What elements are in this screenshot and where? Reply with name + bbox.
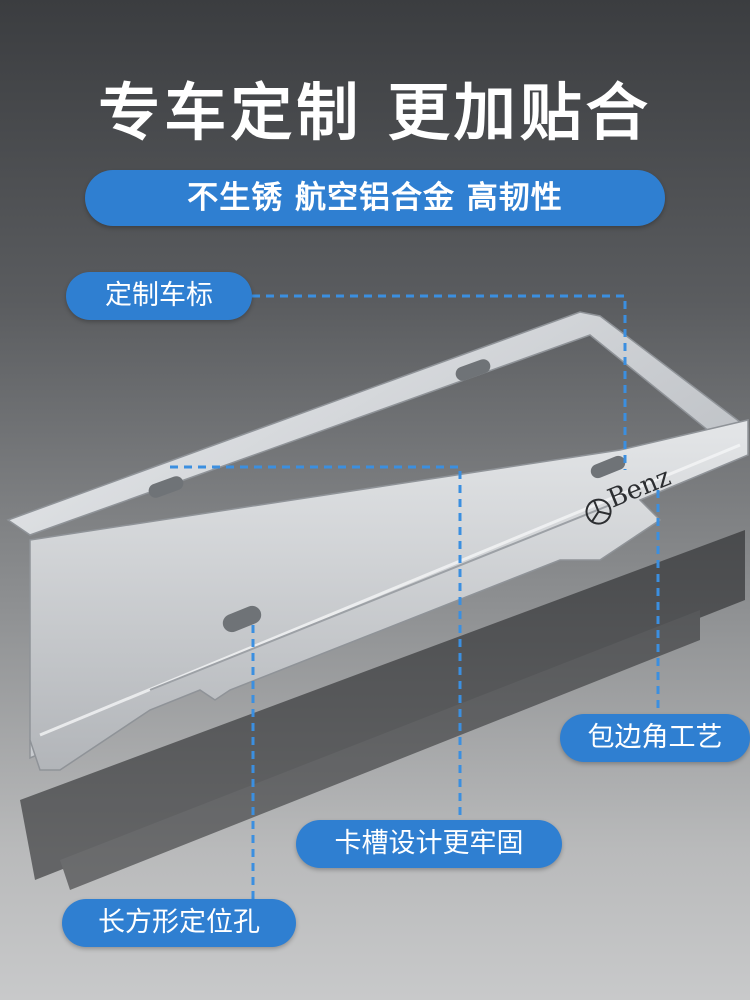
leader-lines [170, 294, 660, 899]
feature-banner: 不生锈 航空铝合金 高韧性 [85, 170, 665, 226]
callout-slot-design: 卡槽设计更牢固 [296, 820, 562, 868]
rectangular-positioning-hole [222, 605, 262, 633]
mount-hole [148, 476, 184, 498]
mount-hole [590, 455, 626, 479]
mount-hole [455, 359, 491, 381]
callout-wrapped-corner: 包边角工艺 [560, 714, 750, 762]
callout-rect-holes: 长方形定位孔 [62, 899, 296, 947]
license-frame-front [29, 419, 749, 771]
benz-logo-icon [585, 498, 612, 525]
license-frame-back [6, 311, 749, 760]
callout-custom-logo: 定制车标 [66, 272, 252, 320]
frame-reflection [20, 530, 745, 890]
headline: 专车定制 更加贴合 [98, 76, 652, 149]
